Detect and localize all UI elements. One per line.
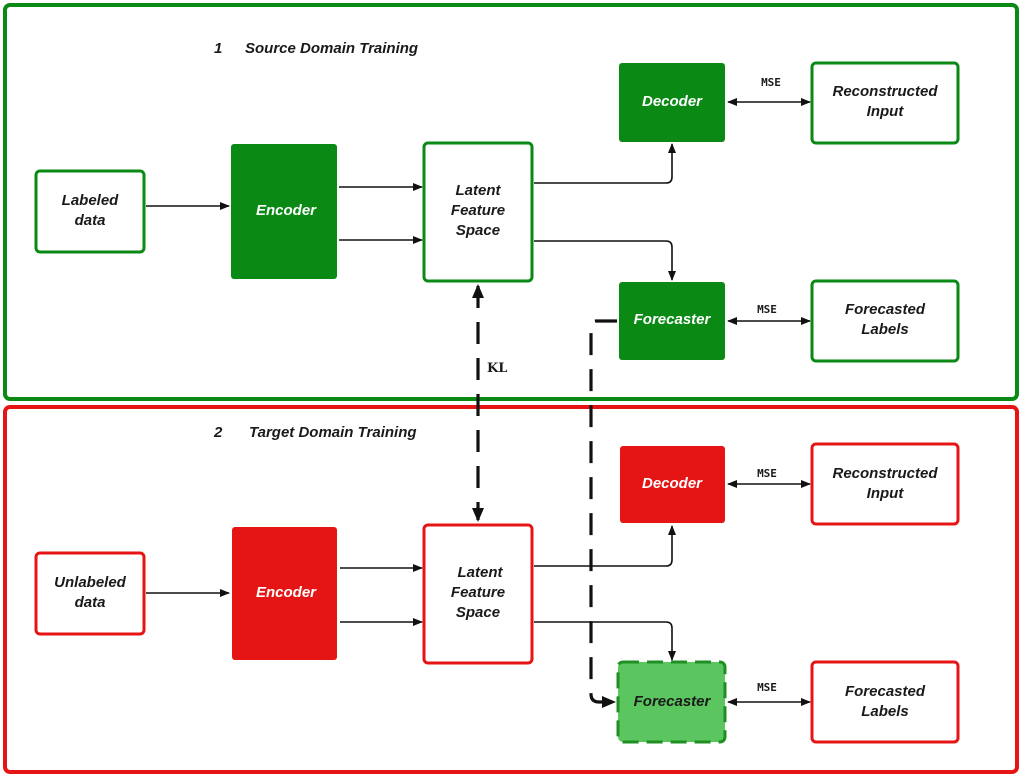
edge-latent-to-decoder (534, 143, 676, 184)
svg-text:Input: Input (867, 485, 905, 502)
target-panel-number: 2 (213, 424, 223, 441)
svg-text:Labels: Labels (861, 321, 909, 338)
source-decoder-node: Decoder (619, 63, 725, 142)
target-forecaster-node: Forecaster (616, 660, 727, 744)
source-decoder-mse-label: MSE (761, 76, 781, 89)
edge-latent-to-forecaster (534, 240, 676, 281)
svg-text:data: data (75, 212, 106, 229)
edge-target-latent-to-decoder (534, 525, 676, 567)
svg-text:Forecasted: Forecasted (845, 301, 926, 318)
source-encoder-node: Encoder (231, 144, 337, 279)
target-forecasted-labels-node: Forecasted Labels (810, 660, 960, 744)
forecaster-transfer-arrow (589, 319, 617, 708)
svg-text:Space: Space (456, 604, 500, 621)
svg-text:Reconstructed: Reconstructed (832, 83, 938, 100)
labeled-data-node: Labeled data (34, 169, 146, 254)
svg-text:Feature: Feature (451, 202, 505, 219)
svg-text:Decoder: Decoder (642, 475, 703, 492)
target-panel-title: Target Domain Training (249, 424, 417, 441)
svg-text:Unlabeled: Unlabeled (54, 574, 127, 591)
source-forecaster-node: Forecaster (619, 282, 725, 360)
svg-text:Forecaster: Forecaster (634, 693, 712, 710)
unlabeled-data-node: Unlabeled data (34, 551, 146, 636)
source-panel-title: Source Domain Training (245, 40, 418, 57)
svg-text:Labels: Labels (861, 703, 909, 720)
target-latent-space-node: Latent Feature Space (422, 523, 534, 665)
edge-target-latent-to-forecaster (534, 621, 676, 661)
target-forecaster-mse-label: MSE (757, 681, 777, 694)
svg-text:Forecasted: Forecasted (845, 683, 926, 700)
svg-text:data: data (75, 594, 106, 611)
svg-text:Labeled: Labeled (62, 192, 120, 209)
kl-label: KL (487, 361, 507, 376)
target-domain-panel (3, 405, 1019, 774)
svg-text:Forecaster: Forecaster (634, 311, 712, 328)
svg-text:Decoder: Decoder (642, 93, 703, 110)
target-decoder-mse-label: MSE (757, 467, 777, 480)
svg-text:Latent: Latent (458, 564, 504, 581)
target-encoder-node: Encoder (232, 527, 337, 660)
svg-text:Input: Input (867, 103, 905, 120)
svg-text:Encoder: Encoder (256, 584, 317, 601)
svg-text:Latent: Latent (456, 182, 502, 199)
source-forecasted-labels-node: Forecasted Labels (810, 279, 960, 363)
target-decoder-node: Decoder (620, 446, 725, 523)
svg-text:Encoder: Encoder (256, 202, 317, 219)
source-reconstructed-input-node: Reconstructed Input (810, 61, 960, 145)
svg-text:Space: Space (456, 222, 500, 239)
svg-text:Reconstructed: Reconstructed (832, 465, 938, 482)
source-panel-number: 1 (214, 40, 222, 57)
source-forecaster-mse-label: MSE (757, 303, 777, 316)
svg-text:Feature: Feature (451, 584, 505, 601)
target-reconstructed-input-node: Reconstructed Input (810, 442, 960, 526)
source-domain-panel (3, 3, 1019, 401)
source-latent-space-node: Latent Feature Space (422, 141, 534, 283)
